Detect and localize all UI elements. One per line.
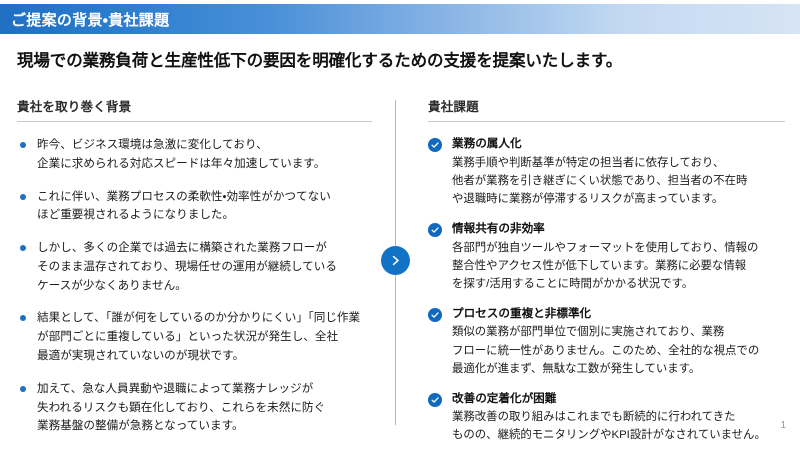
check-circle-icon (428, 138, 442, 152)
issue-description-line: ものの、継続的モニタリングやKPI設計がなされていません。 (452, 429, 766, 442)
issue-title: 改善の定着化が困難 (452, 391, 557, 405)
issue-item: 情報共有の非効率各部門が独自ツールやフォーマットを使用しており、情報の整合性やア… (428, 221, 785, 293)
issue-description-line: 最適化が進まず、無駄な工数が発生しています。 (452, 362, 701, 375)
issue-description-line: 各部門が独自ツールやフォーマットを使用しており、情報の (452, 241, 759, 254)
issues-column-heading: 貴社課題 (428, 100, 479, 114)
slide-headline: 現場での業務負荷と生産性低下の要因を明確化するための支援を提案いたします。 (17, 52, 623, 70)
bullet-dot-icon (20, 315, 26, 322)
background-bullet-line: 企業に求められる対応スピードは年々加速しています。 (37, 156, 326, 170)
check-circle-icon (428, 307, 442, 322)
issues-list: 業務の属人化業務手順や判断基準が特定の担当者に依存しており、他者が業務を引き継ぎ… (428, 136, 785, 444)
background-bullet-line: 昨今、ビジネス環境は急激に変化しており、 (37, 138, 268, 151)
background-bullet-line: が部門ごとに重複している」といった状況が発生し、全社 (37, 330, 339, 344)
page-number: 1 (780, 420, 786, 431)
issue-title: 情報共有の非効率 (452, 221, 545, 235)
issue-description: 類似の業務が部門単位で個別に実施されており、業務フローに統一性がありません。この… (452, 323, 785, 377)
background-bullet-item: 昨今、ビジネス環境は急激に変化しており、企業に求められる対応スピードは年々加速し… (17, 136, 372, 174)
issue-description-line: 類似の業務が部門単位で個別に実施されており、業務 (452, 326, 725, 339)
issue-description-line: 業務手順や判断基準が特定の担当者に依存しており、 (452, 156, 725, 169)
background-bullet-item: 結果として、「誰が何をしているのか分かりにくい」「同じ作業が部門ごとに重複してい… (17, 309, 372, 365)
check-circle-icon (428, 392, 442, 407)
bullet-dot-icon (20, 385, 26, 392)
issue-description: 業務改善の取り組みはこれまでも断続的に行われてきたものの、継続的モニタリングやK… (452, 408, 785, 444)
issue-item: プロセスの重複と非標準化類似の業務が部門単位で個別に実施されており、業務フローに… (428, 306, 785, 378)
background-bullet-line: これに伴い、業務プロセスの柔軟性・効率性がかつてない (37, 189, 331, 203)
background-bullet-line: ケースが少なくありません。 (37, 278, 187, 292)
issues-column: 貴社課題 業務の属人化業務手順や判断基準が特定の担当者に依存しており、他者が業務… (428, 96, 785, 457)
background-bullet-line: そのまま温存されており、現場任せの運用が継続している (37, 259, 337, 273)
background-column: 貴社を取り巻く背景 昨今、ビジネス環境は急激に変化しており、企業に求められる対応… (17, 96, 372, 450)
slide-title-band: ご提案の背景・貴社課題 (0, 4, 800, 34)
background-bullet-line: 加えて、急な人員異動や退職によって業務ナレッジが (37, 381, 314, 395)
background-bullet-item: 加えて、急な人員異動や退職によって業務ナレッジが失われるリスクも顕在化しており、… (17, 380, 372, 436)
bullet-dot-icon (20, 245, 26, 252)
background-bullet-line: 結果として、「誰が何をしているのか分かりにくい」「同じ作業 (37, 311, 361, 325)
background-bullet-line: 失われるリスクも顕在化しており、これらを未然に防ぐ (37, 400, 326, 414)
issue-description-line: や退職時に業務が停滞するリスクが高まっています。 (452, 192, 724, 205)
issue-title: 業務の属人化 (452, 137, 522, 150)
issue-item: 改善の定着化が困難業務改善の取り組みはこれまでも断続的に行われてきたものの、継続… (428, 391, 785, 445)
flow-connector-node (381, 246, 410, 275)
background-bullet-item: これに伴い、業務プロセスの柔軟性・効率性がかつてないほど重要視されるようになりま… (17, 188, 372, 226)
background-column-heading: 貴社を取り巻く背景 (17, 100, 132, 114)
background-bullet-line: 業務基盤の整備が急務となっています。 (37, 419, 244, 433)
issue-description-line: 整合性やアクセス性が低下しています。業務に必要な情報 (452, 259, 747, 272)
background-bullet-item: しかし、多くの企業では過去に構築された業務フローがそのまま温存されており、現場任… (17, 239, 372, 295)
slide-title: ご提案の背景・貴社課題 (11, 11, 170, 29)
background-column-rule (17, 121, 372, 122)
background-bullet-line: ほど重要視されるようになりました。 (37, 208, 235, 222)
check-circle-icon (428, 222, 442, 237)
issues-column-rule (428, 121, 785, 122)
issue-description-line: 他者が業務を引き継ぎにくい状態であり、担当者の不在時 (452, 174, 748, 187)
issue-description-line: を探す/活用することに時間がかかる状況です。 (452, 277, 694, 290)
issue-description: 業務手順や判断基準が特定の担当者に依存しており、他者が業務を引き継ぎにくい状態で… (452, 154, 785, 208)
background-bullet-list: 昨今、ビジネス環境は急激に変化しており、企業に求められる対応スピードは年々加速し… (17, 136, 372, 436)
bullet-dot-icon (20, 193, 26, 200)
issue-description: 各部門が独自ツールやフォーマットを使用しており、情報の整合性やアクセス性が低下し… (452, 239, 785, 293)
issue-item: 業務の属人化業務手順や判断基準が特定の担当者に依存しており、他者が業務を引き継ぎ… (428, 136, 785, 208)
issue-description-line: 業務改善の取り組みはこれまでも断続的に行われてきた (452, 411, 736, 424)
bullet-dot-icon (20, 142, 26, 148)
issue-description-line: フローに統一性がありません。このため、全社的な視点での (452, 344, 760, 357)
chevron-right-icon (389, 254, 402, 267)
background-bullet-line: しかし、多くの企業では過去に構築された業務フローが (37, 241, 327, 255)
issue-title: プロセスの重複と非標準化 (452, 306, 592, 320)
background-bullet-line: 最適が実現されていないのが現状です。 (37, 349, 245, 363)
